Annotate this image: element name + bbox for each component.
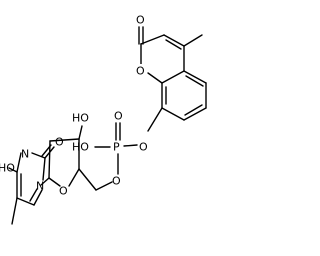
atom-ring-o: O bbox=[59, 185, 68, 198]
bond-c4-methyl bbox=[183, 34, 203, 47]
bond-c6-n1 bbox=[33, 189, 43, 206]
atom-phosphorus: P bbox=[113, 141, 120, 154]
atom-labels: O O O HO P O HO O O N N O HO bbox=[0, 14, 148, 198]
bond-c5-c6 bbox=[16, 197, 35, 206]
bond-c1prime-o4prime bbox=[48, 177, 61, 187]
bond-c6-n1-double bbox=[29, 188, 38, 202]
bond-n3-c4 bbox=[16, 152, 22, 173]
bond-c8a-c4a bbox=[161, 70, 185, 84]
bond-c7-c8 bbox=[161, 107, 185, 121]
bond-c2-o bbox=[44, 146, 55, 159]
bond-o-ch2 bbox=[95, 181, 113, 191]
atom-methylene-ester-o: O bbox=[112, 175, 121, 188]
atom-uracil-n1: N bbox=[36, 180, 44, 193]
atom-phosphoryl-o: O bbox=[114, 110, 123, 123]
bond-c6-c7-double bbox=[184, 104, 203, 116]
bond-c6-c7 bbox=[183, 107, 207, 121]
bond-o4prime-c4prime bbox=[68, 168, 80, 187]
bond-c7-o-aryl bbox=[147, 107, 163, 132]
atom-uracil-n3: N bbox=[21, 148, 29, 161]
bond-c2-o-double bbox=[41, 144, 52, 157]
bond-n1-c2 bbox=[42, 157, 46, 181]
bond-c3-c4-double bbox=[165, 39, 182, 50]
bond-c5-methyl bbox=[11, 197, 18, 225]
atom-ribose-oh: HO bbox=[72, 112, 89, 125]
bond-ch2-c4prime bbox=[78, 168, 97, 191]
bond-c2-c3 bbox=[140, 34, 165, 45]
atom-hydroxy-p: HO bbox=[72, 141, 89, 154]
bond-c3prime-oh bbox=[78, 125, 83, 140]
bond-c4-oh bbox=[8, 167, 18, 173]
bond-o-aryl-p bbox=[123, 144, 138, 147]
bond-c4a-c5 bbox=[183, 70, 207, 84]
atom-uracil-4-oh: HO bbox=[0, 162, 15, 175]
atom-uracil-o2: O bbox=[55, 136, 64, 149]
atom-aryl-ester-o: O bbox=[139, 141, 148, 154]
bond-c4a-c5-double bbox=[185, 75, 204, 87]
bond-c3prime-c2prime bbox=[49, 138, 80, 142]
atom-coumarin-ring-o: O bbox=[136, 65, 145, 78]
bond-c1prime-n1 bbox=[40, 177, 50, 186]
atom-coumarin-carbonyl-o: O bbox=[136, 14, 145, 27]
bonds bbox=[8, 26, 207, 225]
bond-o1-c8a bbox=[147, 72, 163, 84]
bond-c3-c4 bbox=[163, 34, 185, 47]
bond-c2-n3 bbox=[31, 152, 46, 159]
